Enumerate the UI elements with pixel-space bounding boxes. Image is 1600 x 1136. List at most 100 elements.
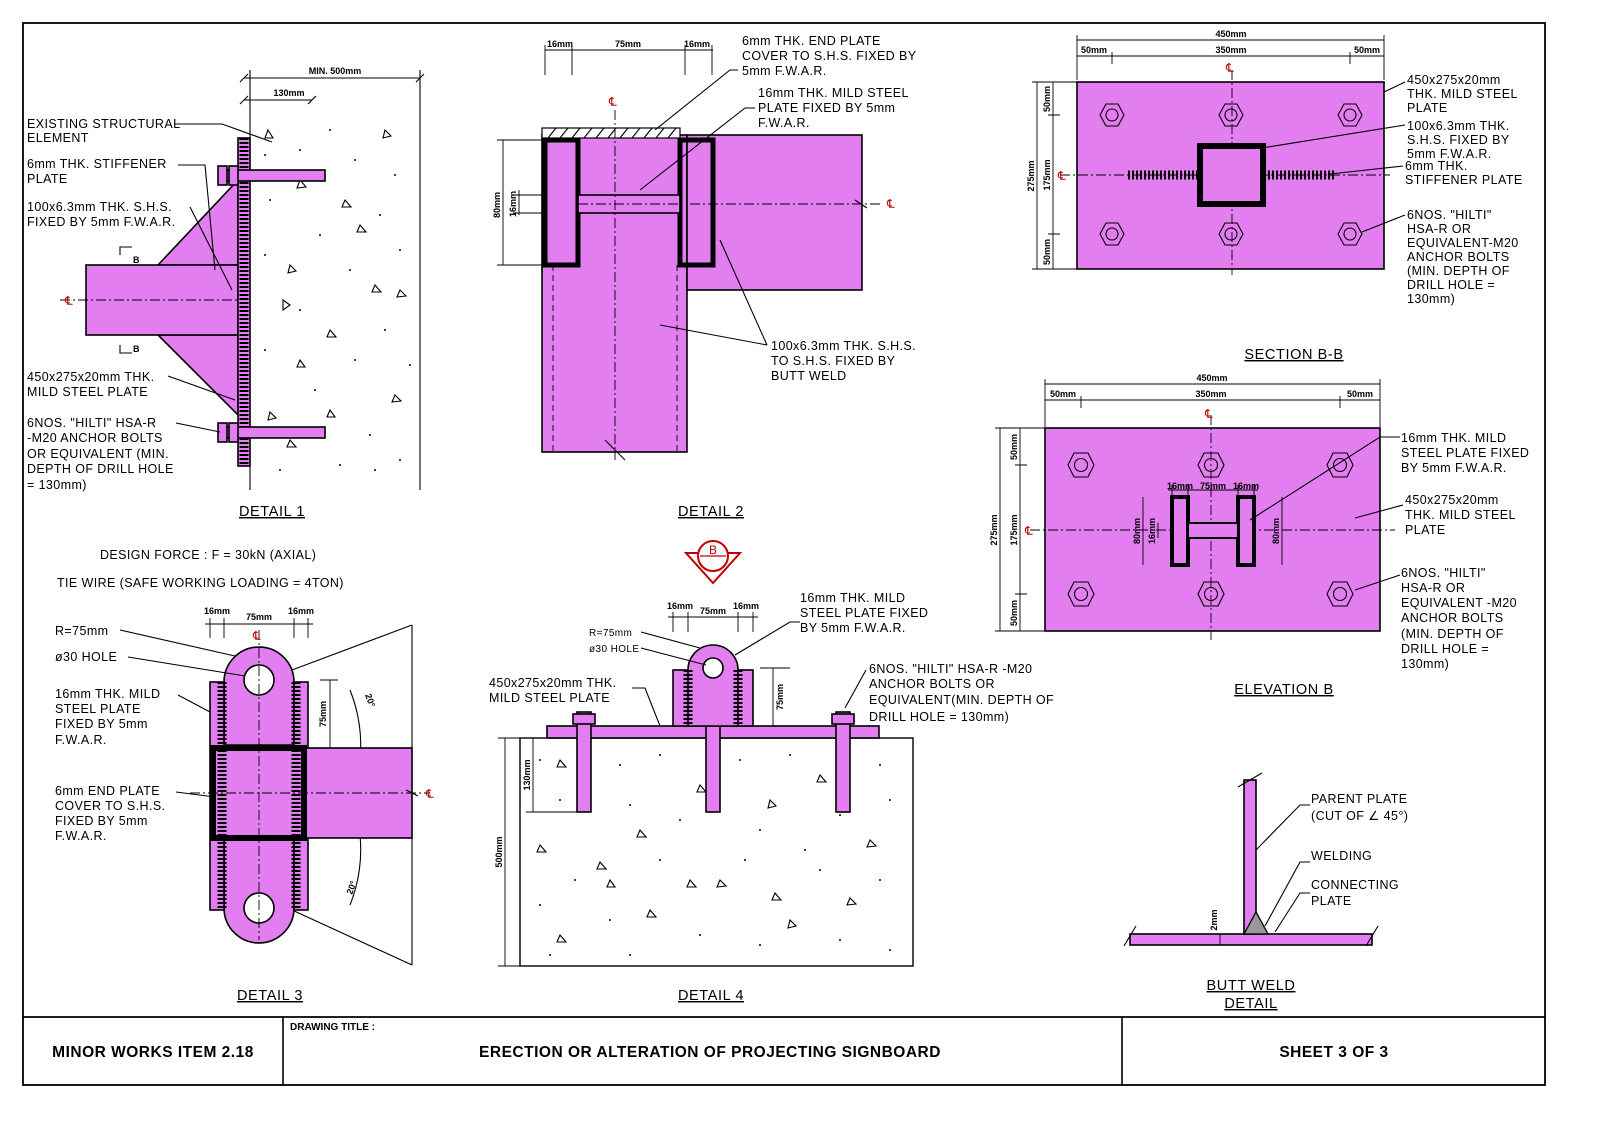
svg-text:℄: ℄ (1204, 407, 1213, 421)
bb-note-4b: HSA-R OR (1407, 222, 1471, 236)
bb-note-2a: 100x6.3mm THK. (1407, 119, 1510, 133)
svg-text:450x275x20mm THK.: 450x275x20mm THK. (27, 370, 154, 384)
d1-note-5b: -M20 ANCHOR BOLTS (27, 431, 163, 445)
d3-note-4a: 6mm END PLATE (55, 784, 160, 798)
detail-1: B B ℄ MIN. 500mm 130mm EXISTING STRUCTUR… (27, 66, 425, 520)
bw-title-2: DETAIL (1224, 996, 1277, 1012)
bb-notes: 450x275x20mm THK. MILD STEEL PLATE 100x6… (1405, 73, 1523, 306)
eb-note-1b: STEEL PLATE FIXED (1401, 446, 1529, 460)
detail4-title: DETAIL 4 (678, 988, 744, 1004)
bb-note-4f: DRILL HOLE = (1407, 278, 1495, 292)
svg-text:= 130mm): = 130mm) (27, 478, 87, 492)
eb-notes: 16mm THK. MILD STEEL PLATE FIXED BY 5mm … (1401, 431, 1529, 671)
bb-note-3b: STIFFENER PLATE (1405, 173, 1523, 187)
bb-note-4e: (MIN. DEPTH OF (1407, 264, 1510, 278)
drawing-title-label: DRAWING TITLE : (290, 1022, 375, 1033)
eb-dim-175: 175mm (1009, 514, 1019, 545)
elevation-b: ℄ ℄ 16mm 75mm 16mm 80mm 16mm 80mm 450mm … (989, 373, 1529, 698)
bb-dim-275: 275mm (1026, 160, 1036, 191)
svg-text:OR EQUIVALENT (MIN.: OR EQUIVALENT (MIN. (27, 447, 169, 461)
item-number: MINOR WORKS ITEM 2.18 (52, 1044, 254, 1061)
d2-dim-80: 80mm (492, 192, 502, 218)
d4-note-hole: ø30 HOLE (589, 644, 639, 655)
svg-text:DEPTH OF DRILL HOLE: DEPTH OF DRILL HOLE (27, 462, 174, 476)
d2-dim-16a: 16mm (547, 39, 573, 49)
eb-dim-50b: 50mm (1347, 389, 1373, 399)
detail-4: B 16mm 75mm 16mm 75mm (489, 540, 1054, 1004)
design-force: DESIGN FORCE : F = 30kN (AXIAL) (100, 548, 316, 562)
bw-note-welding: WELDING (1311, 849, 1372, 863)
d3-note-hole: ø30 HOLE (55, 650, 117, 664)
d1-note-5a: 6NOS. "HILTI" HSA-R (27, 416, 156, 430)
bb-note-1c: PLATE (1407, 101, 1448, 115)
d3-note-3c: FIXED BY 5mm (55, 717, 148, 731)
d4-dim-16a: 16mm (667, 601, 693, 611)
svg-text:℄: ℄ (1225, 61, 1234, 75)
d1-note-3a: 100x6.3mm THK. S.H.S. (27, 200, 172, 214)
d4-dim-75b: 75mm (775, 684, 785, 710)
bb-note-1b: THK. MILD STEEL (1407, 87, 1518, 101)
tie-wire-note: TIE WIRE (SAFE WORKING LOADING = 4TON) (57, 576, 344, 590)
sheet-border (22, 22, 1546, 1086)
d3-note-3a: 16mm THK. MILD (55, 687, 160, 701)
bw-dim-2: 2mm (1209, 909, 1219, 930)
d3-note-r75: R=75mm (55, 624, 108, 638)
bb-dim-50b: 50mm (1354, 45, 1380, 55)
detail3-notes: R=75mm ø30 HOLE 16mm THK. MILD STEEL PLA… (55, 624, 165, 843)
d4-dim-500: 500mm (494, 836, 504, 867)
d2-note-2c: F.W.A.R. (758, 116, 810, 130)
d4-note-5a: 6NOS. "HILTI" HSA-R -M20 (869, 662, 1032, 676)
d3-note-4d: F.W.A.R. (55, 829, 107, 843)
d2-dim-16c: 16mm (508, 191, 518, 217)
eb-dim-16a: 16mm (1167, 481, 1193, 491)
eb-dim-16b: 16mm (1233, 481, 1259, 491)
d4-note-r75: R=75mm (589, 628, 632, 639)
svg-text:MILD STEEL PLATE: MILD STEEL PLATE (27, 385, 148, 399)
eb-note-3g: 130mm) (1401, 657, 1449, 671)
d3-angle-top: 20° (363, 692, 377, 709)
d2-note-2a: 16mm THK. MILD STEEL (758, 86, 909, 100)
d3-dim-16b: 16mm (288, 606, 314, 616)
d2-note-1a: 6mm THK. END PLATE (742, 34, 881, 48)
bb-note-2c: 5mm F.W.A.R. (1407, 147, 1492, 161)
svg-text:PLATE: PLATE (27, 172, 68, 186)
d3-angle-bottom: 20° (344, 879, 358, 896)
svg-text:-M20 ANCHOR BOLTS: -M20 ANCHOR BOLTS (27, 431, 163, 445)
bb-dim-350: 350mm (1215, 45, 1246, 55)
svg-text:℄: ℄ (886, 197, 895, 211)
bw-note-parent: PARENT PLATE (1311, 792, 1408, 806)
svg-text:℄: ℄ (252, 629, 261, 643)
d1-note-2b: PLATE (27, 172, 68, 186)
d2-note-1b: COVER TO S.H.S. FIXED BY (742, 49, 917, 63)
drawing-title: ERECTION OR ALTERATION OF PROJECTING SIG… (479, 1044, 941, 1061)
bb-note-4a: 6NOS. "HILTI" (1407, 208, 1492, 222)
svg-text:6NOS. "HILTI" HSA-R: 6NOS. "HILTI" HSA-R (27, 416, 156, 430)
d3-note-3d: F.W.A.R. (55, 733, 107, 747)
detail2-title: DETAIL 2 (678, 504, 744, 520)
eb-note-2a: 450x275x20mm (1405, 493, 1499, 507)
section-bb-title: SECTION B-B (1244, 347, 1343, 363)
bw-notes: PARENT PLATE (CUT OF ∠ 45°) WELDING CONN… (1311, 792, 1408, 908)
d1-note-1b: ELEMENT (27, 131, 89, 145)
detail1-notes: EXISTING STRUCTURAL ELEMENT 6mm THK. STI… (27, 117, 180, 492)
section-b-b: ℄ ℄ 450mm 50mm 350mm 50mm 275mm 50mm 175… (1026, 29, 1523, 363)
d4-dim-75: 75mm (700, 606, 726, 616)
svg-text:EXISTING STRUCTURAL: EXISTING STRUCTURAL (27, 117, 180, 131)
eb-dim-50d: 50mm (1009, 600, 1019, 626)
bb-note-2b: S.H.S. FIXED BY (1407, 133, 1510, 147)
bb-note-3a: 6mm THK. (1405, 159, 1468, 173)
detail2-notes: 6mm THK. END PLATE COVER TO S.H.S. FIXED… (742, 34, 917, 383)
eb-note-2b: THK. MILD STEEL (1405, 508, 1516, 522)
bb-bolt-heads (1099, 103, 1363, 246)
d3-dim-75: 75mm (246, 612, 272, 622)
d1-note-2a: 6mm THK. STIFFENER (27, 157, 167, 171)
d2-note-2b: PLATE FIXED BY 5mm (758, 101, 895, 115)
d4-note-5c: EQUIVALENT(MIN. DEPTH OF (869, 693, 1054, 707)
svg-text:FIXED BY 5mm F.W.A.R.: FIXED BY 5mm F.W.A.R. (27, 215, 175, 229)
d3-note-3b: STEEL PLATE (55, 702, 141, 716)
bw-title-1: BUTT WELD (1207, 978, 1296, 994)
section-mark-bottom: B (133, 344, 140, 354)
d2-note-3b: TO S.H.S. FIXED BY (771, 354, 896, 368)
